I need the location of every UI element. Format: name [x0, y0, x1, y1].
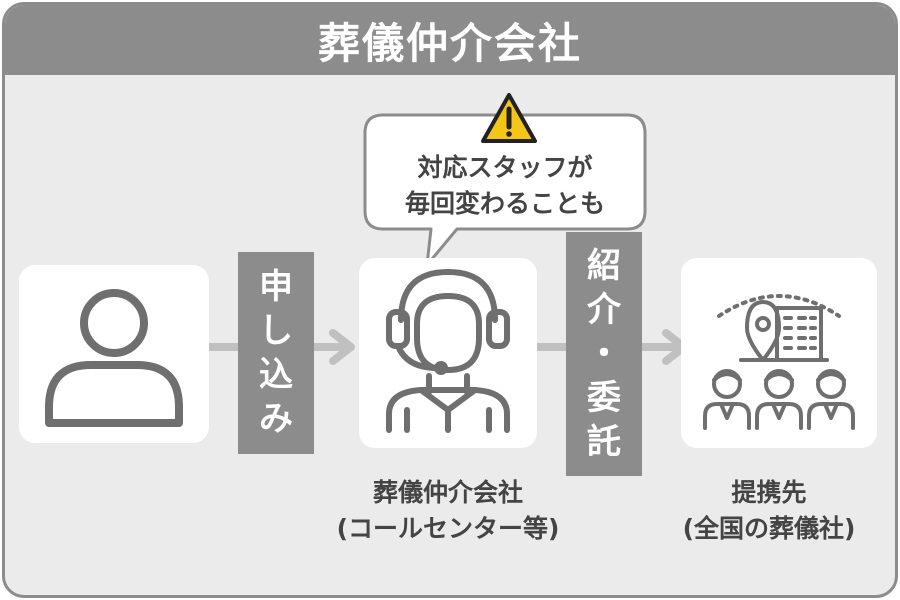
warning-icon	[481, 93, 537, 143]
apply-char: 申	[259, 267, 293, 307]
broker-caption: 葬儀仲介会社 (コールセンター等)	[278, 475, 618, 547]
refer-char: 託	[587, 422, 621, 462]
person-icon	[45, 289, 183, 427]
map-pin-building-people-icon	[703, 294, 855, 430]
apply-char: し	[259, 311, 293, 351]
broker-caption-line-2: (コールセンター等)	[336, 514, 560, 543]
apply-char: み	[259, 399, 293, 439]
refer-char: ・	[587, 334, 621, 374]
bubble-text: 対応スタッフが 毎回変わることも	[385, 150, 625, 222]
apply-char: 込	[259, 355, 293, 395]
header-title: 葬儀仲介会社	[317, 18, 582, 68]
headset-operator-icon	[386, 269, 510, 433]
step-label-apply: 申 し 込 み	[238, 252, 314, 454]
bubble-line-1: 対応スタッフが	[417, 153, 593, 182]
bubble-line-2: 毎回変わることも	[404, 189, 605, 218]
partner-card	[681, 258, 877, 448]
refer-char: 紹	[587, 246, 621, 286]
broker-card	[359, 258, 537, 448]
partner-caption: 提携先 (全国の葬儀社)	[639, 475, 895, 547]
broker-caption-line-1: 葬儀仲介会社	[372, 478, 523, 507]
refer-char: 介	[587, 290, 621, 330]
partner-caption-line-1: 提携先	[731, 478, 807, 507]
header-bar: 葬儀仲介会社	[5, 5, 895, 75]
speech-bubble	[363, 113, 647, 267]
partner-caption-line-2: (全国の葬儀社)	[682, 514, 856, 543]
step-label-refer: 紹 介 ・ 委 託	[566, 232, 642, 476]
customer-card	[19, 265, 209, 443]
refer-char: 委	[587, 378, 621, 418]
